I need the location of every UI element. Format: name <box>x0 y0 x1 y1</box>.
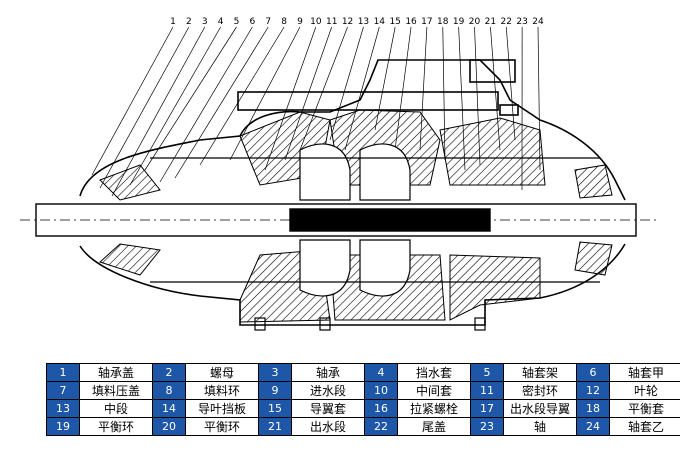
callout-number: 15 <box>389 17 400 27</box>
callout-leader-line <box>91 26 174 176</box>
callout-number: 9 <box>297 17 303 27</box>
callout-leader-line <box>199 26 285 166</box>
callout-leader-line <box>111 26 206 197</box>
legend-part-number: 18 <box>576 399 610 418</box>
legend-part-name: 螺母 <box>185 363 259 382</box>
callout-leader-line <box>174 26 269 179</box>
callout-number: 11 <box>326 17 337 27</box>
legend-part-name: 中间套 <box>397 381 471 400</box>
legend-part-number: 9 <box>258 381 292 400</box>
legend-part-name: 出水段 <box>291 417 365 436</box>
legend-part-name: 导翼套 <box>291 399 365 418</box>
legend-part-number: 17 <box>470 399 504 418</box>
callout-leader-line <box>99 26 190 189</box>
callout-number: 16 <box>405 17 417 27</box>
callout-number: 18 <box>437 17 449 27</box>
callout-number: 5 <box>234 17 240 27</box>
callout-number: 22 <box>501 17 512 27</box>
callout-number: 13 <box>358 17 369 27</box>
legend-part-name: 平衡环 <box>185 417 259 436</box>
legend-part-name: 出水段导翼 <box>503 399 577 418</box>
legend-part-name: 密封环 <box>503 381 577 400</box>
callout-number: 3 <box>202 17 208 27</box>
legend-part-number: 16 <box>364 399 398 418</box>
callout-number: 7 <box>265 17 271 27</box>
legend-part-name: 导叶挡板 <box>185 399 259 418</box>
legend-part-name: 轴套乙 <box>609 417 680 436</box>
callout-number: 8 <box>281 17 287 27</box>
callout-number: 21 <box>485 17 496 27</box>
callout-number: 14 <box>374 17 386 27</box>
callout-leader-line <box>505 26 516 141</box>
legend-part-number: 20 <box>152 417 186 436</box>
legend-part-number: 22 <box>364 417 398 436</box>
callout-number: 6 <box>249 17 255 27</box>
legend-part-number: 24 <box>576 417 610 436</box>
callout-number: 1 <box>170 17 176 27</box>
legend-part-number: 14 <box>152 399 186 418</box>
legend-part-name: 填料环 <box>185 381 259 400</box>
callout-number: 2 <box>186 17 192 27</box>
legend-part-name: 轴套甲 <box>609 363 680 382</box>
legend-part-number: 6 <box>576 363 610 382</box>
legend-part-number: 7 <box>46 381 80 400</box>
legend-part-name: 平衡环 <box>79 417 153 436</box>
legend-part-number: 8 <box>152 381 186 400</box>
legend-part-name: 叶轮 <box>609 381 680 400</box>
legend-part-name: 填料压盖 <box>79 381 153 400</box>
legend-part-number: 10 <box>364 381 398 400</box>
legend-part-number: 4 <box>364 363 398 382</box>
callout-number: 12 <box>342 17 353 27</box>
callout-number: 23 <box>516 17 527 27</box>
legend-part-name: 轴 <box>503 417 577 436</box>
callout-number: 24 <box>532 17 544 27</box>
legend-part-name: 进水段 <box>291 381 365 400</box>
legend-part-number: 19 <box>46 417 80 436</box>
legend-part-number: 2 <box>152 363 186 382</box>
tie-bolts <box>150 157 600 331</box>
legend-part-number: 12 <box>576 381 610 400</box>
legend-part-name: 轴承盖 <box>79 363 153 382</box>
legend-part-number: 3 <box>258 363 292 382</box>
callout-leader-line <box>159 26 253 183</box>
legend-part-number: 13 <box>46 399 80 418</box>
legend-part-number: 23 <box>470 417 504 436</box>
legend-part-number: 15 <box>258 399 292 418</box>
callout-leader-line <box>144 26 237 171</box>
legend-part-name: 轴承 <box>291 363 365 382</box>
legend-part-number: 1 <box>46 363 80 382</box>
legend-part-number: 5 <box>470 363 504 382</box>
callout-leader-line <box>129 26 221 186</box>
legend-part-name: 尾盖 <box>397 417 471 436</box>
legend-part-name: 平衡套 <box>609 399 680 418</box>
callout-number: 20 <box>469 17 481 27</box>
shaft <box>20 203 660 237</box>
callout-number: 19 <box>453 17 465 27</box>
legend-part-number: 21 <box>258 417 292 436</box>
callout-number: 4 <box>218 17 224 27</box>
legend-part-name: 拉紧螺栓 <box>397 399 471 418</box>
legend-part-name: 中段 <box>79 399 153 418</box>
legend-part-name: 挡水套 <box>397 363 471 382</box>
legend-part-number: 11 <box>470 381 504 400</box>
legend-part-name: 轴套架 <box>503 363 577 382</box>
callout-number: 17 <box>421 17 432 27</box>
callout-number: 10 <box>310 17 322 27</box>
